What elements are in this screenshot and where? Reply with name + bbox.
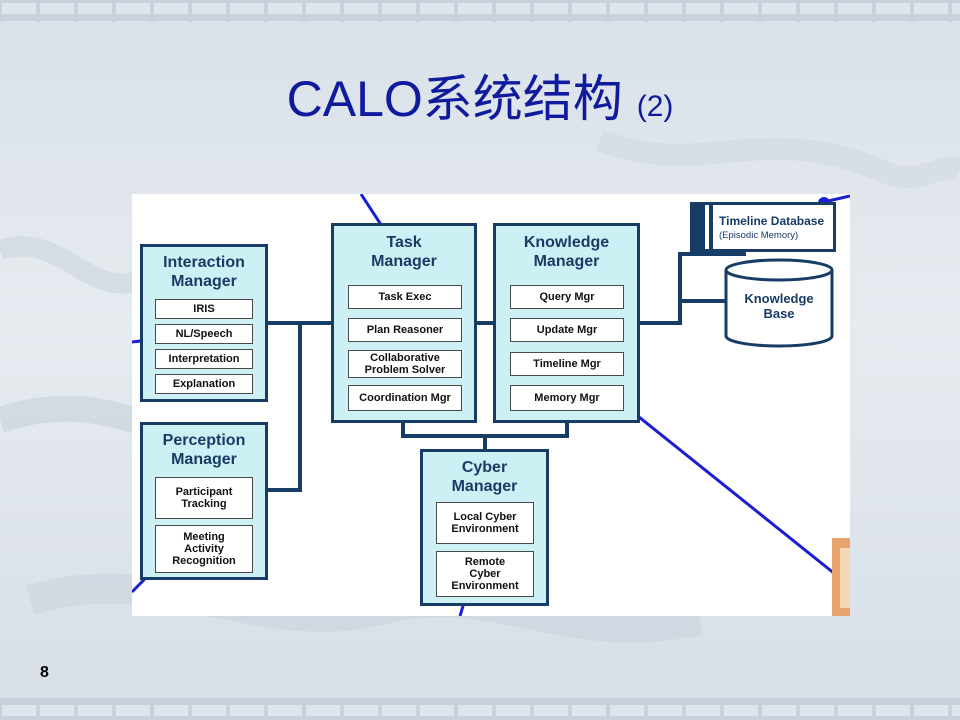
item-coordination-mgr: Coordination Mgr [348,385,462,411]
item-memory-mgr: Memory Mgr [510,385,624,411]
task-manager: Task Manager Task Exec Plan Reasoner Col… [331,223,477,423]
interaction-manager: Interaction Manager IRIS NL/Speech Inter… [140,244,268,402]
item-update-mgr: Update Mgr [510,318,624,342]
perception-manager: Perception Manager Participant Tracking … [140,422,268,580]
knowledge-manager: Knowledge Manager Query Mgr Update Mgr T… [493,223,640,423]
timeline-database-title: Timeline Database [719,214,825,228]
cyber-manager-title: Cyber Manager [451,459,518,495]
item-task-exec: Task Exec [348,285,462,309]
page-number: 8 [40,664,49,681]
item-remote-cyber-environment: Remote Cyber Environment [436,551,534,597]
item-iris: IRIS [155,299,253,319]
title-suffix: (2) [636,90,674,123]
cyber-manager: Cyber Manager Local Cyber Environment Re… [420,449,549,606]
calo-architecture-diagram: Interaction Manager IRIS NL/Speech Inter… [132,194,850,616]
timeline-database-bar [693,205,705,249]
slide-title: CALO系统结构 (2) [0,64,960,142]
item-nl-speech: NL/Speech [155,324,253,344]
title-main: CALO系统结构 [286,71,623,127]
item-interpretation: Interpretation [155,349,253,369]
knowledge-base-label: Knowledge Base [744,291,814,321]
knowledge-manager-title: Knowledge Manager [523,234,610,270]
interaction-manager-title: Interaction Manager [163,254,245,290]
item-meeting-activity-recognition: Meeting Activity Recognition [155,525,253,573]
bus-vertical-left [268,323,302,492]
timeline-database-bar-thin [709,205,713,249]
bus-to-timeline [678,252,746,301]
orange-side-tab [832,538,850,616]
item-local-cyber-environment: Local Cyber Environment [436,502,534,544]
pointer-memory-mgr [623,403,850,588]
perception-manager-title: Perception Manager [162,432,246,468]
timeline-database-subtitle: (Episodic Memory) [719,230,799,241]
item-plan-reasoner: Plan Reasoner [348,318,462,342]
bus-knowledge-storage [636,299,726,325]
bus-connectors [268,252,746,492]
task-manager-title: Task Manager [371,234,437,270]
item-participant-tracking: Participant Tracking [155,477,253,519]
knowledge-base-icon [724,258,834,348]
item-timeline-mgr: Timeline Mgr [510,352,624,376]
item-explanation: Explanation [155,374,253,394]
timeline-database: Timeline Database (Episodic Memory) [690,202,836,252]
item-query-mgr: Query Mgr [510,285,624,309]
bus-to-cyber [401,422,569,451]
item-collaborative-problem-solver: Collaborative Problem Solver [348,350,462,378]
